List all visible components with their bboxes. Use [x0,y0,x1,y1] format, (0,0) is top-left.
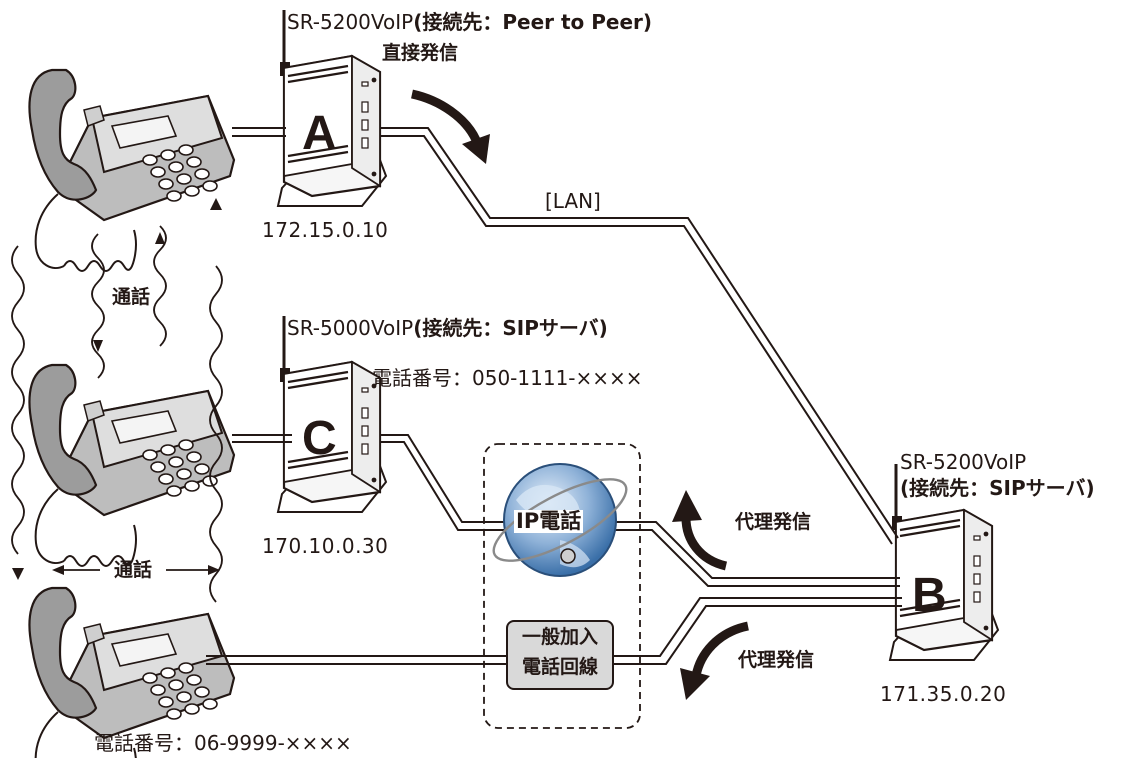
pstn-line-label-1: 一般加入 [521,626,598,648]
router-b-ip: 171.35.0.20 [880,682,1007,706]
ip-phone-label: IP電話 [514,509,584,533]
router-a-mode: (接続先：Peer to Peer) [413,10,653,34]
router-a-model: SR-5200VoIP [287,10,414,34]
lan-label: [LAN] [545,189,601,213]
telephone-c [28,363,236,568]
router-c-mode: (接続先：SIPサーバ) [413,316,608,340]
direct-call-label: 直接発信 [382,42,459,64]
router-b-model: SR-5200VoIP [900,450,1027,474]
proxy-call-label-lower: 代理発信 [738,649,815,671]
proxy-call-arrow-lower [680,621,750,700]
pstn-line-label-2: 電話回線 [521,656,598,678]
router-c-model: SR-5000VoIP [287,316,414,340]
call-arrowheads [12,198,222,580]
router-a-label: SR-5200VoIP(接続先：Peer to Peer) [287,12,652,32]
proxy-call-arrow-upper [672,490,728,571]
pstn-phone-number: 電話番号：06-9999-×××× [94,731,352,755]
telephone-a [28,68,236,273]
cables [206,127,902,665]
router-a-ip: 172.15.0.10 [262,218,389,242]
router-b-letter: B [912,569,947,622]
pstn-line-box: 一般加入 電話回線 [506,620,614,690]
router-c-phone-number: 電話番号：050-1111-×××× [372,366,643,390]
router-a-letter: A [302,107,337,160]
direct-call-arrow [410,89,490,164]
call-label-upper: 通話 [112,286,151,308]
carrier-network-boundary [483,443,641,729]
router-c-ip: 170.10.0.30 [262,534,389,558]
router-c-letter: C [302,412,337,465]
router-b-mode: (接続先：SIPサーバ) [900,476,1095,500]
router-c-label: SR-5000VoIP(接続先：SIPサーバ) [287,318,608,338]
call-label-lower: 通話 [114,559,153,581]
proxy-call-label-upper: 代理発信 [735,511,812,533]
